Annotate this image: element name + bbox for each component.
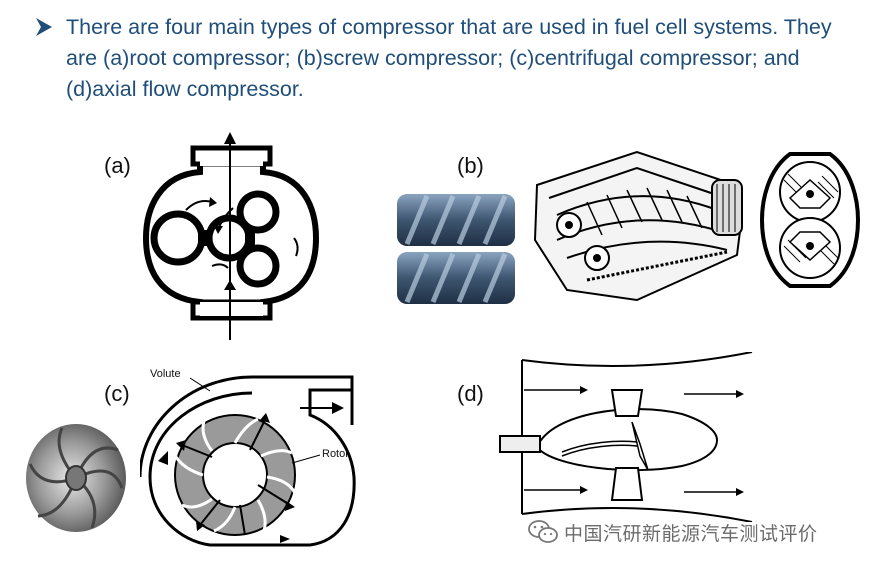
panel-label-c: (c) xyxy=(104,381,130,407)
screw-cross-section xyxy=(760,150,860,290)
bullet-text: There are four main types of compressor … xyxy=(66,12,866,105)
panel-label-d: (d) xyxy=(457,381,484,407)
axial-compressor-diagram xyxy=(492,352,762,522)
impeller-image xyxy=(22,420,130,535)
watermark-text: 中国汽研新能源汽车测试评价 xyxy=(564,519,818,546)
screw-compressor-cutaway xyxy=(527,140,752,310)
panel-label-b: (b) xyxy=(457,153,484,179)
arrow-bullet-icon xyxy=(34,16,54,38)
watermark: 中国汽研新能源汽车测试评价 xyxy=(528,517,818,547)
volute-label: Volute xyxy=(150,368,181,380)
wechat-icon xyxy=(528,519,558,545)
rotor-label: Rotor xyxy=(322,448,349,460)
screw-rotors-image xyxy=(393,186,523,311)
panel-label-a: (a) xyxy=(104,153,131,179)
centrifugal-compressor-diagram: Volute Rotor xyxy=(140,365,365,547)
root-compressor-diagram xyxy=(138,130,323,345)
